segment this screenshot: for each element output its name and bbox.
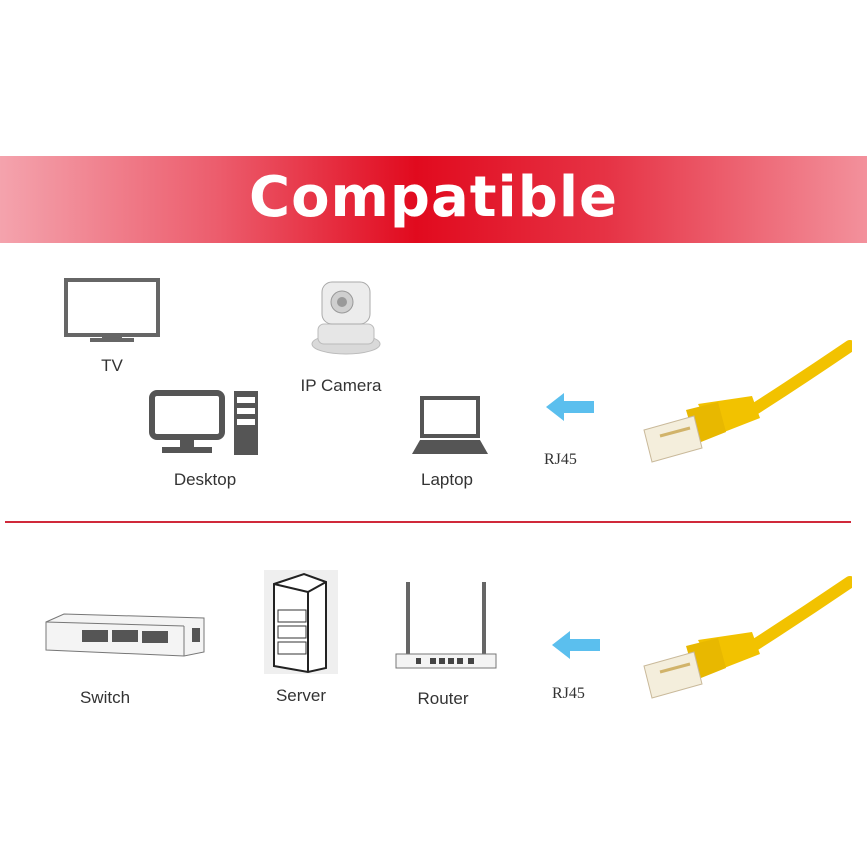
router-label: Router — [417, 689, 469, 708]
ip-camera-label: IP Camera — [300, 376, 382, 395]
switch-label: Switch — [79, 688, 131, 707]
server-icon — [264, 570, 338, 674]
rj45-cable-icon — [643, 576, 852, 699]
section-divider — [5, 521, 851, 523]
rj45-label: RJ45 — [552, 685, 585, 702]
switch-icon — [45, 613, 205, 657]
ip-camera-icon — [311, 281, 381, 355]
rj45-cable-icon — [643, 340, 852, 463]
laptop-icon — [412, 396, 488, 454]
tv-icon — [64, 278, 160, 342]
compatible-banner: Compatible — [0, 156, 867, 243]
laptop-label: Laptop — [421, 470, 473, 489]
arrow-left-icon — [552, 631, 600, 659]
rj45-label: RJ45 — [544, 451, 577, 468]
server-label: Server — [275, 686, 327, 705]
arrow-left-icon — [546, 393, 594, 421]
desktop-label: Desktop — [173, 470, 237, 489]
tv-label: TV — [101, 356, 123, 375]
banner-title: Compatible — [248, 165, 619, 230]
router-icon — [395, 582, 497, 669]
desktop-icon — [149, 390, 258, 455]
